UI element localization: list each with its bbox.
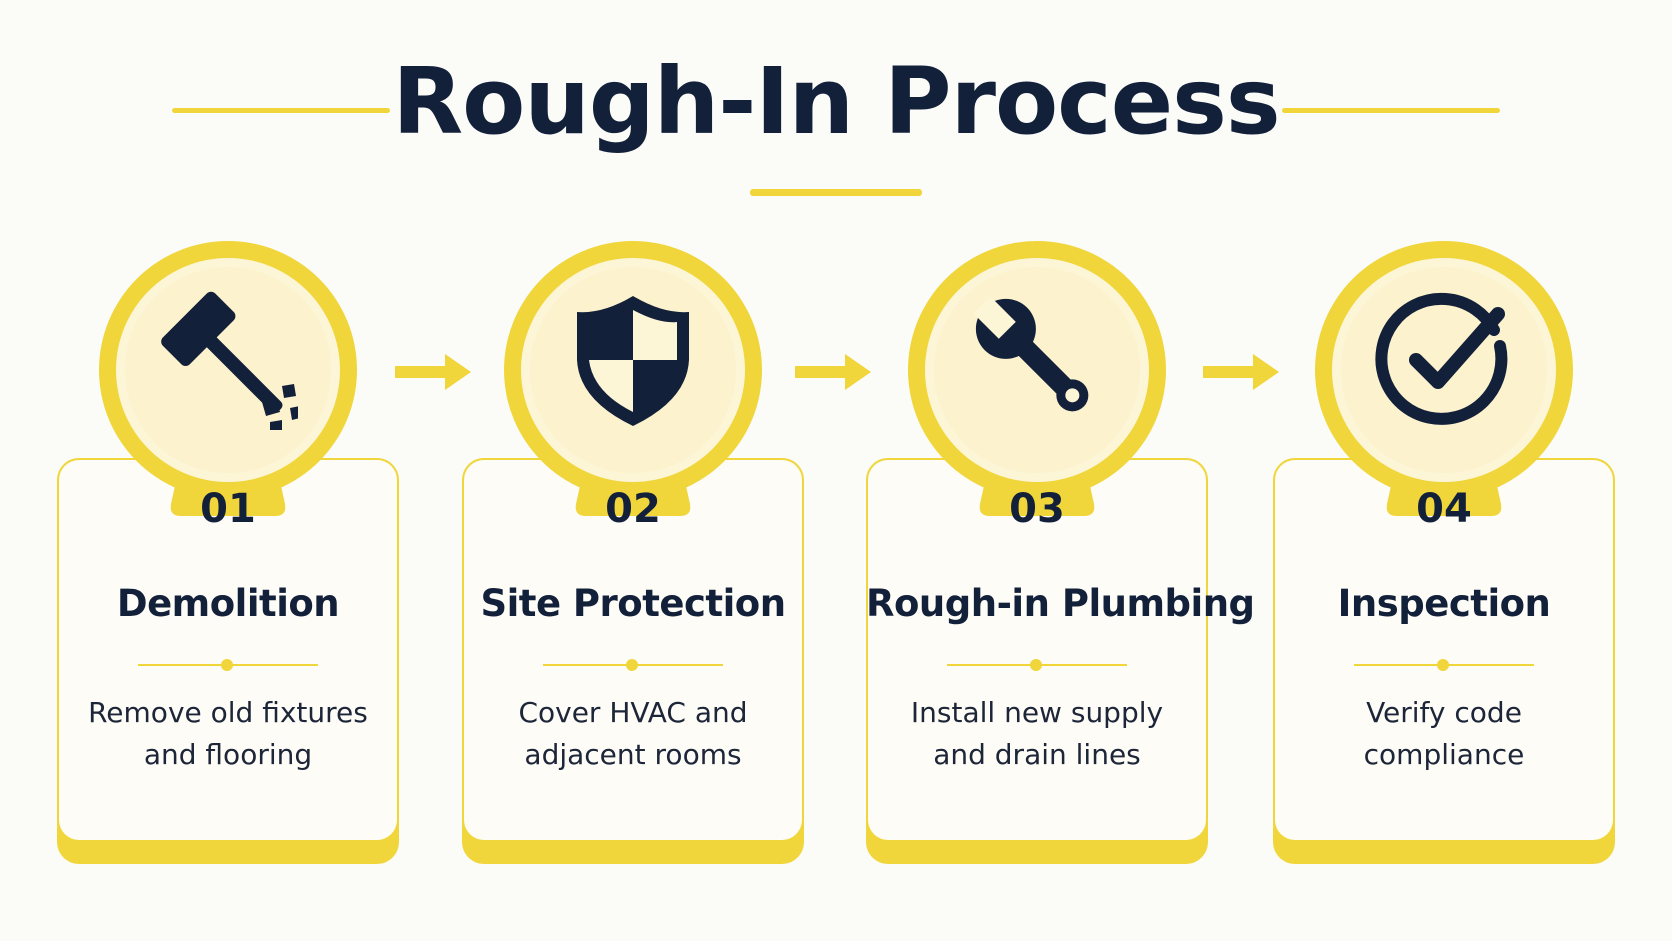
arrow-right-icon [1203,354,1279,390]
arrow-right-icon [395,354,471,390]
sledgehammer-icon [161,291,298,430]
title-rule-left [172,108,390,113]
step-description: Verify code compliance [1363,696,1525,771]
divider-dot [1030,659,1042,671]
arrow-right-icon [795,354,871,390]
divider-dot [626,659,638,671]
divider-dot [1437,659,1449,671]
step-description: Cover HVAC and adjacent rooms [518,696,748,771]
step-number: 02 [605,486,661,532]
step-title: Demolition [116,582,340,625]
step-title: Inspection [1337,582,1551,625]
shield-icon [577,296,689,426]
step-number: 03 [1009,486,1065,532]
page-title: Rough-In Process [392,48,1280,155]
step-card-inspection: 04 Inspection Verify code compliance [1273,0,1615,941]
step-title: Site Protection [480,582,786,625]
step-description: Remove old fixtures and flooring [88,696,368,771]
divider-dot [221,659,233,671]
card-frame [1273,458,1615,864]
title-rule-right [1282,108,1500,113]
title-underline [750,189,922,196]
step-card-demolition: 01 Demolition Remove old fixtures and fl… [57,0,399,941]
checkmark-circle-icon [1375,292,1508,425]
wrench-icon [973,296,1089,412]
step-title: Rough-in Plumbing [866,582,1255,625]
step-number: 01 [200,486,256,532]
step-card-site-protection: 02 Site Protection Cover HVAC and adjace… [462,0,804,941]
step-description: Install new supply and drain lines [910,696,1164,771]
step-number: 04 [1416,486,1472,532]
step-card-rough-in-plumbing: 03 Rough-in Plumbing Install new supply … [866,0,1255,941]
card-frame [866,458,1208,864]
